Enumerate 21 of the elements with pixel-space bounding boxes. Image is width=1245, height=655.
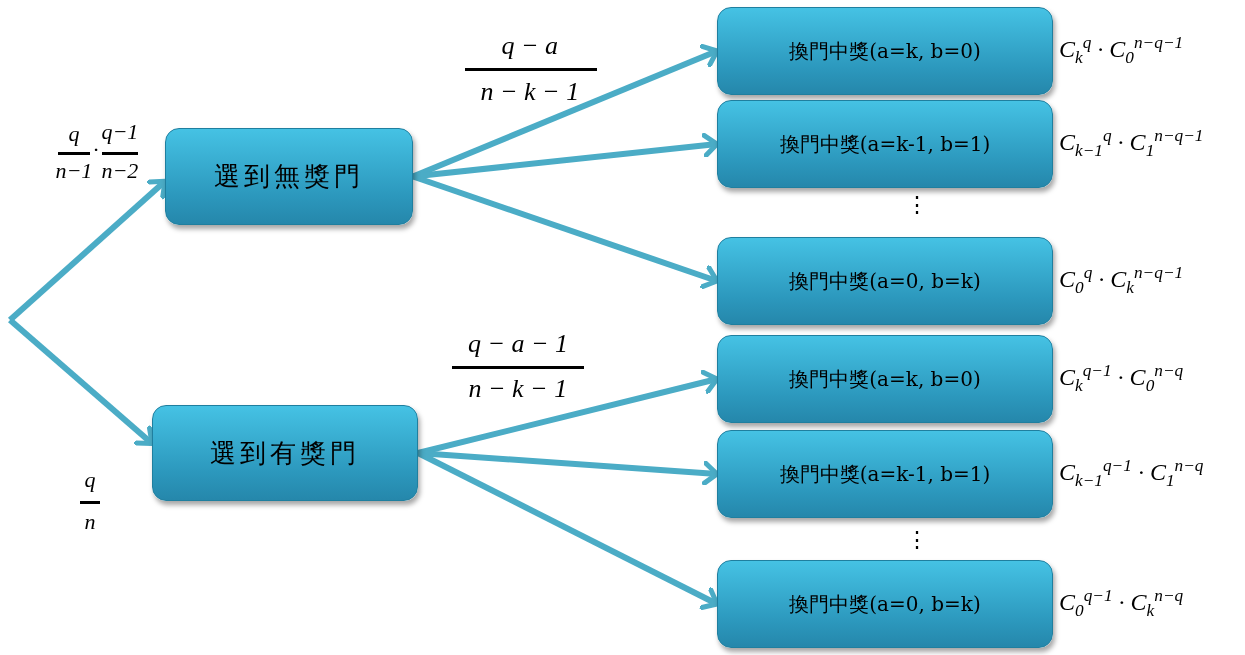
fraction-text: n − k − 1 <box>480 79 580 105</box>
process-box: 換門中獎(a=k, b=0) <box>717 335 1053 423</box>
process-box: 換門中獎(a=0, b=k) <box>717 237 1053 325</box>
dot-operator: · <box>93 139 99 161</box>
process-box: 換門中獎(a=k-1, b=1) <box>717 430 1053 518</box>
process-box: 換門中獎(a=0, b=k) <box>717 560 1053 648</box>
fraction-text: n−2 <box>101 160 139 182</box>
ellipsis-mark: ⋮ <box>906 194 928 216</box>
fraction-text: q <box>68 123 80 145</box>
fraction-text: n − k − 1 <box>468 376 568 402</box>
fraction-text: q − a − 1 <box>468 331 569 357</box>
process-box: 換門中獎(a=k-1, b=1) <box>717 100 1053 188</box>
fraction-text: n−1 <box>55 160 93 182</box>
fraction-text: n <box>84 511 96 533</box>
fraction-text: q − a <box>501 33 559 59</box>
process-box: 選到有獎門 <box>152 405 418 501</box>
fraction-text: q <box>84 469 96 491</box>
process-box: 換門中獎(a=k, b=0) <box>717 7 1053 95</box>
process-box: 選到無獎門 <box>165 128 413 225</box>
fraction-text: q−1 <box>101 121 139 143</box>
ellipsis-mark: ⋮ <box>906 529 928 551</box>
